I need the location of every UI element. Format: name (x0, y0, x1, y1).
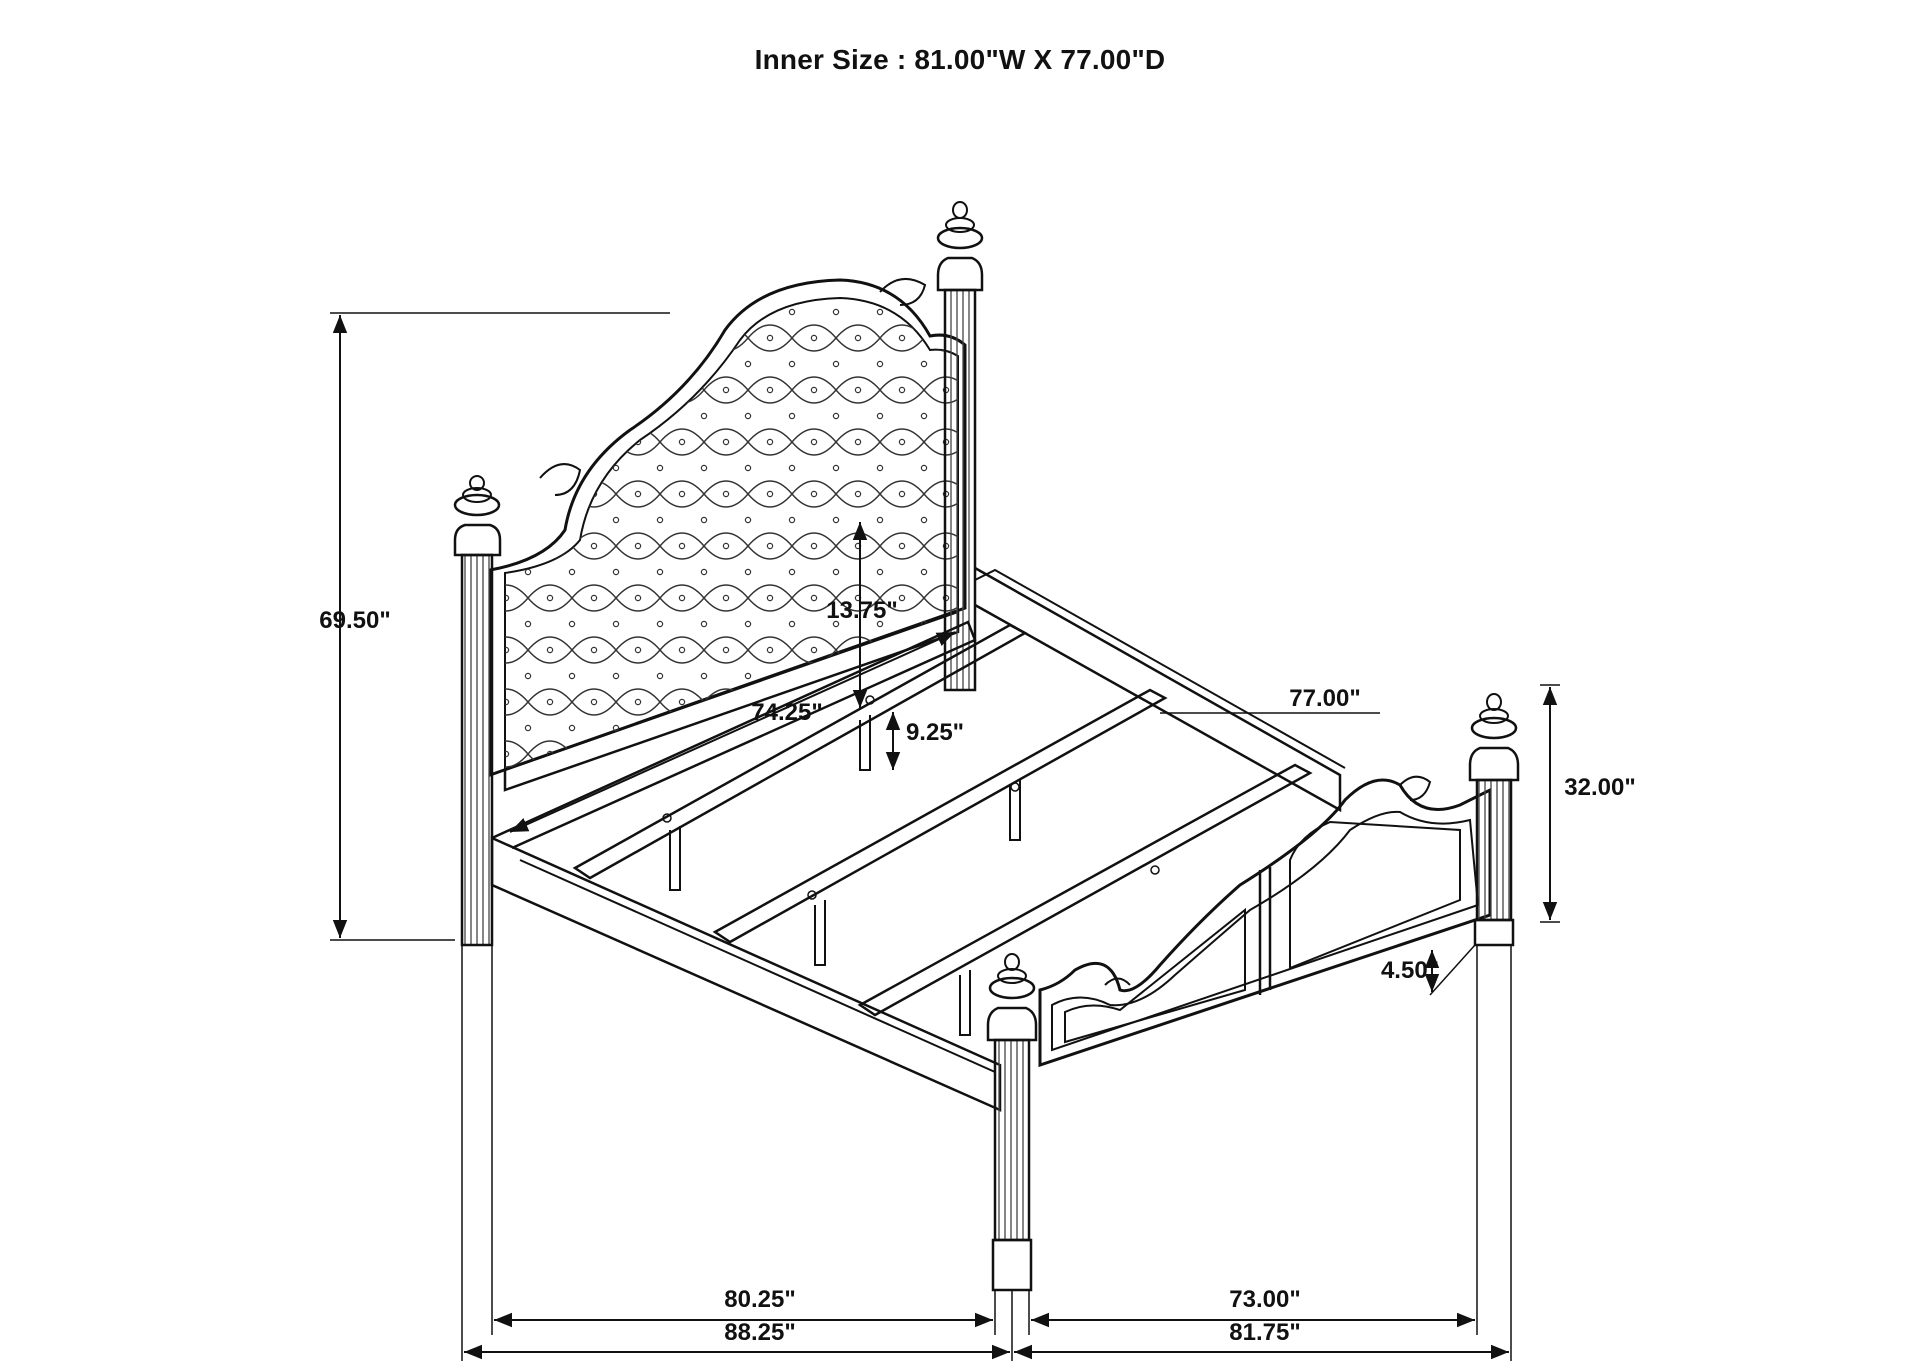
front-left-post (986, 953, 1038, 1292)
overall-width-label: 81.75" (1229, 1319, 1300, 1346)
headboard-panel-height-label: 13.75" (826, 597, 897, 624)
footboard-clearance-label: 4.50" (1381, 957, 1439, 984)
footboard (1038, 775, 1492, 1068)
inner-size-title: Inner Size : 81.00"W X 77.00"D (754, 44, 1166, 75)
inner-length-label: 80.25" (724, 1286, 795, 1313)
front-right-post (1468, 693, 1520, 947)
rear-left-post (453, 475, 502, 947)
footboard-height-label: 32.00" (1564, 774, 1635, 801)
rear-right-post (936, 201, 984, 692)
inner-width-label: 73.00" (1229, 1286, 1300, 1313)
inner-width-rail-label: 74.25" (751, 699, 822, 726)
overall-height-label: 69.50" (319, 607, 390, 634)
slat-height-label: 9.25" (906, 719, 964, 746)
bed-frame (453, 201, 1520, 1292)
dimension-labels: 69.50" 13.75" 74.25" 9.25" 77.00" 32.00"… (319, 597, 1635, 1346)
overall-length-label: 88.25" (724, 1319, 795, 1346)
dimension-lines (330, 312, 1560, 1361)
side-rail-length-label: 77.00" (1289, 685, 1360, 712)
